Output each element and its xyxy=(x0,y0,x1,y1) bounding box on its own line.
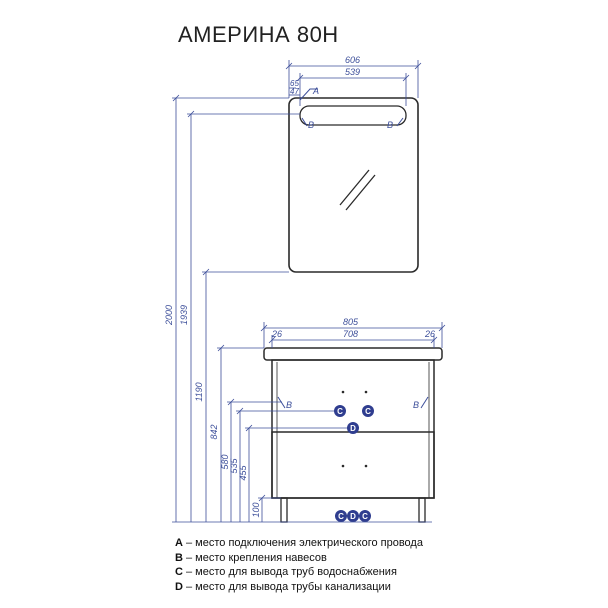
cabinet-markers xyxy=(334,405,374,522)
legend-text-a: – место подключения электрического прово… xyxy=(182,537,423,549)
cabinet-group xyxy=(263,347,443,523)
mirror-marker-b-right: B xyxy=(387,120,393,130)
mirror-glare-line xyxy=(339,169,370,206)
height-580: 580 xyxy=(220,454,230,469)
mirror-b-right-leader xyxy=(396,117,404,127)
cabinet-b-left-leader xyxy=(277,396,286,409)
legend-row-a: A – место подключения электрического про… xyxy=(175,536,423,551)
mirror-glare-line xyxy=(345,174,376,211)
cabinet-width-total: 805 xyxy=(343,317,359,327)
legend-text-b: – место крепления навесов xyxy=(182,551,327,564)
cabinet-side-left: 26 xyxy=(271,329,282,339)
height-2000: 2000 xyxy=(164,305,174,326)
legend-key-c: C xyxy=(175,566,183,578)
height-1190: 1190 xyxy=(194,382,204,401)
legend-row-d: D – место для вывода трубы канализации xyxy=(175,580,423,595)
bottom-marker-3 xyxy=(359,510,371,522)
cabinet-side-right: 26 xyxy=(424,329,435,339)
mirror-group xyxy=(288,88,419,273)
height-1939: 1939 xyxy=(179,305,189,325)
mirror-marker-b-left: B xyxy=(308,120,314,130)
legend-row-c: C – место для вывода труб водоснабжения xyxy=(175,565,423,580)
legend-key-a: A xyxy=(175,537,183,549)
height-535: 535 xyxy=(229,458,239,474)
marker-c-right xyxy=(362,405,374,417)
legend-text-c: – место для вывода труб водоснабжения xyxy=(182,566,397,578)
height-dimension-lines xyxy=(172,94,432,523)
legend-text-d: – место для вывода трубы канализации xyxy=(182,580,391,593)
mirror-offset-47: 47 xyxy=(290,87,299,96)
bottom-marker-1 xyxy=(335,510,347,522)
mirror-dimensions xyxy=(285,60,422,106)
mirror-marker-a: A xyxy=(312,86,319,96)
page-title: АМЕРИНА 80Н xyxy=(178,22,339,47)
cabinet-leg-left xyxy=(280,497,288,523)
cabinet-drawer xyxy=(271,431,435,499)
mirror-b-left-leader xyxy=(301,117,308,127)
height-455: 455 xyxy=(238,465,248,481)
cabinet-marker-b-right: B xyxy=(413,400,419,410)
cabinet-holes xyxy=(341,390,368,468)
cabinet-dimensions xyxy=(260,322,446,348)
cabinet-leg-right xyxy=(418,497,426,523)
mirror-light-slot xyxy=(299,105,407,126)
marker-c-right-label: C xyxy=(365,407,371,416)
cabinet-marker-b-left: B xyxy=(286,400,292,410)
bottom-marker-3-label: C xyxy=(362,512,368,521)
cabinet-top-slab xyxy=(263,347,443,361)
cabinet-width-inner: 708 xyxy=(343,329,358,339)
height-842: 842 xyxy=(209,424,219,439)
legend-key-b: B xyxy=(175,551,183,564)
mirror-width-total: 606 xyxy=(345,55,360,65)
marker-c-left xyxy=(334,405,346,417)
legend-key-d: D xyxy=(175,580,183,593)
bottom-marker-2-label: D xyxy=(350,512,356,521)
cabinet-b-right-leader xyxy=(420,396,429,409)
mirror-offset-65: 65 xyxy=(290,79,299,88)
bottom-marker-1-label: C xyxy=(338,512,344,521)
marker-c-left-label: C xyxy=(337,407,343,416)
mirror-frame xyxy=(288,97,419,273)
height-100: 100 xyxy=(251,502,261,517)
marker-d xyxy=(347,422,359,434)
mirror-a-leader xyxy=(299,88,318,101)
legend-row-b: B – место крепления навесов xyxy=(175,551,423,566)
legend: A – место подключения электрического про… xyxy=(175,536,423,594)
bottom-marker-2 xyxy=(347,510,359,522)
marker-d-label: D xyxy=(350,424,356,433)
mirror-width-inner: 539 xyxy=(345,67,360,77)
